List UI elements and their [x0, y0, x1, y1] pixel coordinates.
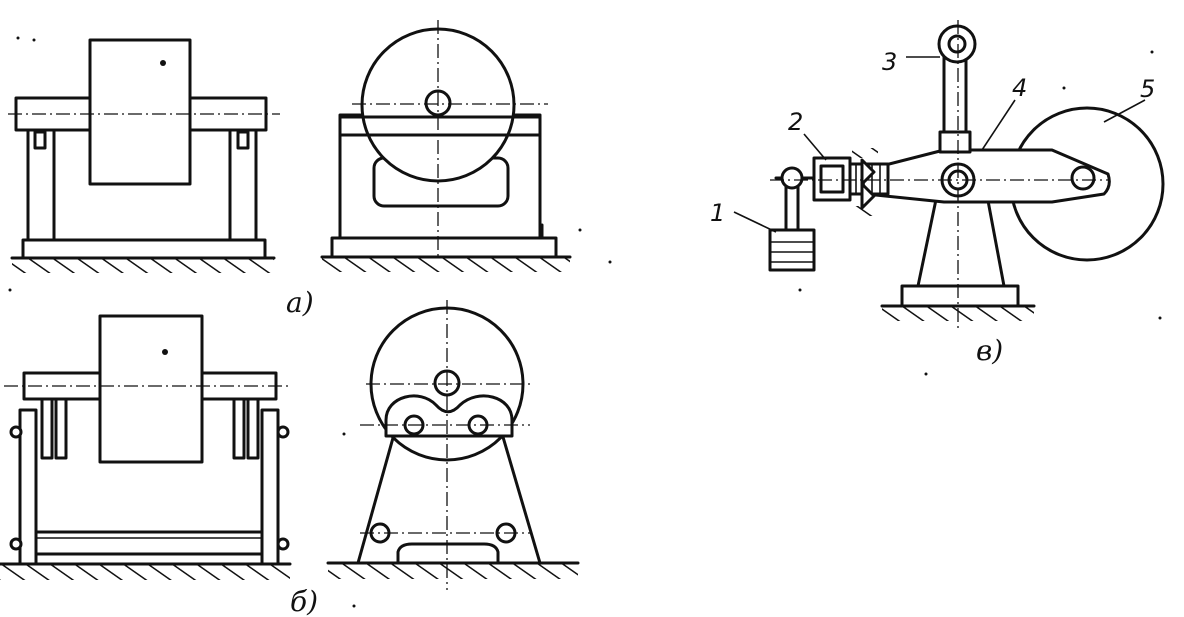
dial-indicator-inner [947, 34, 967, 54]
left-link [40, 390, 54, 460]
pivot-bolt [276, 425, 290, 439]
pivot-bolt [276, 537, 290, 551]
indicator-base [938, 130, 972, 154]
base-plate [330, 236, 558, 259]
pivot-bolt [9, 537, 23, 551]
base-plate [21, 238, 267, 260]
right-pendulum-post [260, 408, 280, 566]
rotor-body [98, 314, 204, 464]
knife-support [860, 182, 876, 210]
support-hatch [852, 148, 878, 158]
panel-label-a: а) [286, 286, 314, 319]
sliding-weight-inner [819, 164, 845, 194]
callout-2: 2 [788, 108, 803, 136]
base-cutout [396, 542, 500, 565]
knife-support [860, 158, 876, 186]
counterweight [768, 228, 816, 272]
ground-hatch [0, 563, 290, 580]
panel-a-front-view [8, 38, 280, 273]
callout-leader-2 [803, 133, 827, 161]
panel-b-front-view [0, 314, 292, 580]
left-pendulum-post [18, 408, 38, 566]
panel-label-b: б) [290, 585, 318, 617]
pedestal [916, 188, 1006, 288]
support-hatch [852, 206, 878, 216]
scan-noise [8, 36, 1162, 608]
left-knife-edge [33, 130, 47, 150]
panel-c-lever-balancer: 1 2 3 4 5 в) [710, 20, 1165, 367]
callout-3: 3 [882, 48, 897, 76]
rotor-body [88, 38, 192, 186]
bottom-crossbar [34, 530, 264, 556]
right-link [232, 390, 246, 460]
ground-hatch [12, 257, 274, 273]
panel-label-c: в) [976, 334, 1003, 367]
ground-hatch [328, 562, 578, 579]
callout-5: 5 [1140, 75, 1155, 103]
panel-a-side-view: а) [286, 20, 572, 319]
right-link [246, 390, 260, 460]
pivot-bolt [9, 425, 23, 439]
callout-4: 4 [1012, 74, 1027, 102]
right-knife-edge [236, 130, 250, 150]
speck [160, 60, 166, 66]
speck [162, 349, 168, 355]
base-plate [900, 284, 1020, 308]
ground-hatch [322, 256, 570, 272]
callout-leader-1 [733, 211, 777, 233]
callout-1: 1 [710, 199, 725, 227]
callout-leader-5 [1103, 99, 1146, 123]
panel-b-side-view: б) [290, 300, 580, 617]
rotor-hub [1070, 165, 1096, 191]
lever-arm [864, 148, 1111, 204]
callout-leader-4 [981, 99, 1016, 151]
left-link [54, 390, 68, 460]
hanger-pivot [780, 166, 804, 190]
